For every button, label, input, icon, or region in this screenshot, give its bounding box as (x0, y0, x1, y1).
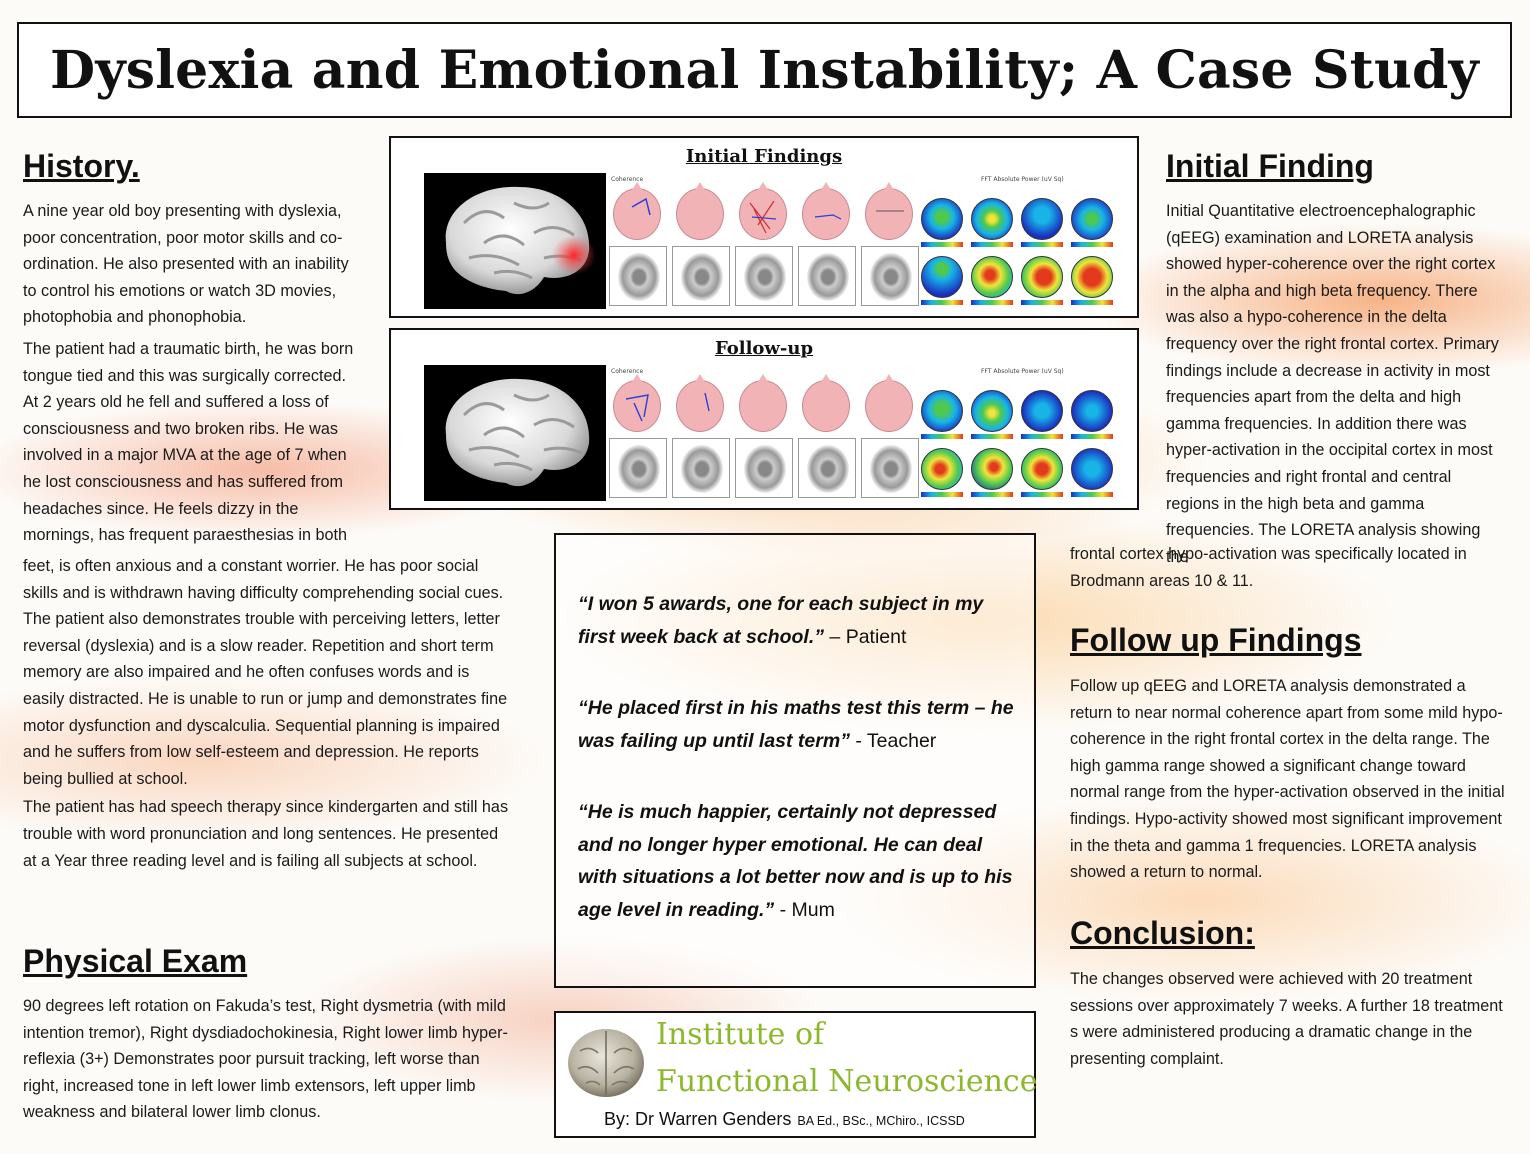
coherence-head-4 (802, 380, 850, 432)
institute-name-line-2: Functional Neuroscience (656, 1064, 1038, 1099)
history-para-2-end: feet, is often anxious and a constant wo… (23, 557, 508, 788)
follow-up-heading: Follow up Findings (1070, 622, 1362, 658)
brain-logo-icon (562, 1021, 650, 1101)
colorbar (921, 242, 963, 247)
coherence-head-4 (802, 188, 850, 240)
quote-teacher-text: “He placed first in his maths test this … (578, 697, 1014, 752)
institute-name-line-1: Institute of (656, 1017, 825, 1052)
initial-findings-title: Initial Findings (685, 146, 843, 167)
coherence-head-1 (613, 380, 661, 432)
follow-up-text: Follow up qEEG and LORETA analysis demon… (1070, 677, 1505, 882)
colorbar (971, 434, 1013, 439)
topomap-initial-8 (1071, 256, 1113, 298)
topomap-followup-5 (921, 448, 963, 490)
institute-logo-box: Institute of Functional Neuroscience By:… (554, 1011, 1038, 1138)
quote-mum-text: “He is much happier, certainly not depre… (578, 801, 1013, 921)
mri-slice-1 (609, 438, 667, 498)
colorbar (971, 492, 1013, 497)
colorbar (1071, 492, 1113, 497)
conclusion-text: The changes observed were achieved with … (1070, 970, 1503, 1068)
coherence-label-followup: Coherence (611, 368, 644, 375)
author-byline: By: Dr Warren Genders BA Ed., BSc., MChir… (604, 1109, 965, 1130)
physical-exam-text: 90 degrees left rotation on Fakuda’s tes… (23, 997, 508, 1122)
topomap-followup-6 (971, 448, 1013, 490)
author-credentials: BA Ed., BSc., MChiro., ICSSD (797, 1114, 965, 1128)
quote-teacher: “He placed first in his maths test this … (578, 692, 1018, 757)
history-text-lower: feet, is often anxious and a constant wo… (23, 553, 515, 874)
history-para-3: The patient has had speech therapy since… (23, 798, 509, 870)
power-label-initial: FFT Absolute Power (uV Sq) (981, 176, 1064, 183)
colorbar (971, 242, 1013, 247)
coherence-head-5 (865, 188, 913, 240)
mri-slice-4 (798, 438, 856, 498)
coherence-label-initial: Coherence (611, 176, 644, 183)
topomap-initial-3 (1021, 198, 1063, 240)
initial-finding-text-lower: frontal cortex hypo-activation was speci… (1070, 545, 1467, 590)
quote-patient-attribution: – Patient (824, 625, 907, 648)
colorbar (1071, 434, 1113, 439)
topomap-followup-2 (971, 390, 1013, 432)
colorbar (921, 300, 963, 305)
history-heading: History. (23, 148, 140, 184)
mri-slice-5 (861, 246, 919, 306)
coherence-head-5 (865, 380, 913, 432)
mri-slice-1 (609, 246, 667, 306)
mri-slice-3 (735, 246, 793, 306)
topomap-initial-2 (971, 198, 1013, 240)
power-label-followup: FFT Absolute Power (uV Sq) (981, 368, 1064, 375)
initial-finding-text-upper: Initial Quantitative electroencephalogra… (1166, 202, 1499, 566)
physical-exam-heading: Physical Exam (23, 943, 248, 979)
followup-title: Follow-up (714, 338, 814, 359)
topomap-followup-3 (1021, 390, 1063, 432)
colorbar (1021, 434, 1063, 439)
mri-slice-2 (672, 246, 730, 306)
title-banner: Dyslexia and Emotional Instability; A Ca… (17, 22, 1512, 118)
quote-teacher-attribution: - Teacher (849, 729, 937, 752)
coherence-head-3 (739, 380, 787, 432)
mri-slice-3 (735, 438, 793, 498)
colorbar (1021, 300, 1063, 305)
topomap-followup-8 (1071, 448, 1113, 490)
history-para-1: A nine year old boy presenting with dysl… (23, 202, 349, 327)
colorbar (921, 434, 963, 439)
history-text-upper: A nine year old boy presenting with dysl… (23, 198, 363, 549)
history-para-2-start: The patient had a traumatic birth, he wa… (23, 339, 354, 545)
topomap-initial-1 (921, 198, 963, 240)
topomap-followup-1 (921, 390, 963, 432)
quote-mum-attribution: - Mum (774, 898, 835, 921)
colorbar (921, 492, 963, 497)
brain-render-followup (424, 365, 606, 501)
topomap-followup-7 (1021, 448, 1063, 490)
colorbar (971, 300, 1013, 305)
mri-slice-2 (672, 438, 730, 498)
colorbar (1071, 300, 1113, 305)
colorbar (1071, 242, 1113, 247)
topomap-initial-7 (1021, 256, 1063, 298)
initial-finding-heading: Initial Finding (1166, 148, 1374, 184)
mri-slice-5 (861, 438, 919, 498)
topomap-initial-4 (1071, 198, 1113, 240)
initial-findings-figure: Initial Findings Coherence FFT Absolute … (389, 136, 1139, 318)
poster-title: Dyslexia and Emotional Instability; A Ca… (50, 39, 1479, 101)
quote-mum: “He is much happier, certainly not depre… (578, 796, 1018, 926)
conclusion-heading: Conclusion: (1070, 915, 1255, 951)
brain-render-initial (424, 173, 606, 309)
coherence-head-1 (613, 188, 661, 240)
topomap-initial-6 (971, 256, 1013, 298)
coherence-head-3 (739, 188, 787, 240)
author-name: By: Dr Warren Genders (604, 1109, 792, 1129)
colorbar (1021, 242, 1063, 247)
followup-figure: Follow-up Coherence FFT Absolute Power (… (389, 328, 1139, 510)
coherence-head-2 (676, 380, 724, 432)
quote-patient-text: “I won 5 awards, one for each subject in… (578, 593, 984, 648)
topomap-initial-5 (921, 256, 963, 298)
topomap-followup-4 (1071, 390, 1113, 432)
quote-patient: “I won 5 awards, one for each subject in… (578, 588, 1018, 653)
testimonials-box: “I won 5 awards, one for each subject in… (554, 533, 1036, 988)
coherence-head-2 (676, 188, 724, 240)
mri-slice-4 (798, 246, 856, 306)
colorbar (1021, 492, 1063, 497)
